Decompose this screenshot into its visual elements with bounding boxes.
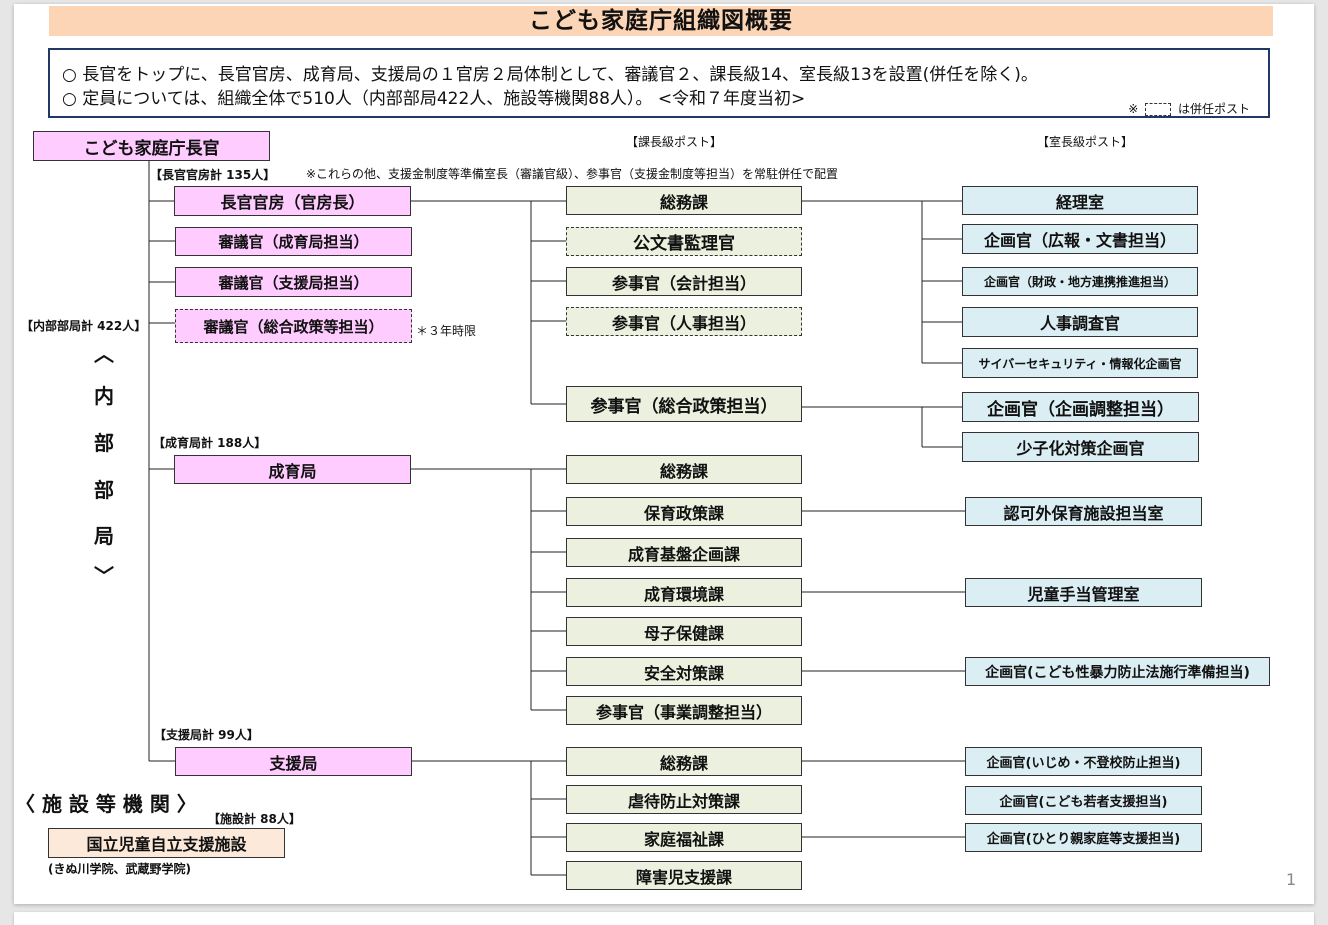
next-slide-edge: [14, 912, 1314, 925]
division-sec-personnel: 参事官（人事担当）: [566, 307, 802, 336]
division-sp-disability: 障害児支援課: [566, 861, 802, 890]
division-sp-abuse: 虐待防止対策課: [566, 785, 802, 814]
division-sp-general: 総務課: [566, 747, 802, 776]
internal-vertical-char-3: 部: [94, 478, 114, 502]
division-gr-environment: 成育環境課: [566, 578, 802, 607]
office-youth-support: 企画官(こども若者支援担当): [965, 786, 1202, 815]
division-gr-maternal: 母子保健課: [566, 617, 802, 646]
page-title: こども家庭庁組織図概要: [49, 6, 1273, 36]
office-cyber: サイバーセキュリティ・情報化企画官: [962, 348, 1198, 378]
division-gr-coordination: 参事官（事業調整担当）: [566, 696, 802, 725]
division-column-header: 【課長級ポスト】: [626, 135, 723, 149]
support-bureau-box: 支援局: [175, 747, 412, 776]
division-sec-archives: 公文書監理官: [566, 227, 802, 256]
office-hr-investigation: 人事調査官: [962, 307, 1198, 337]
office-birthrate: 少子化対策企画官: [962, 432, 1199, 462]
growth-bureau-total: 【成育局計 188人】: [153, 436, 267, 450]
slide: こども家庭庁組織図概要 ○ 長官をトップに、長官官房、成育局、支援局の１官房２局…: [14, 4, 1314, 904]
internal-vertical-char-0: ︿: [94, 342, 114, 366]
growth-bureau-box: 成育局: [174, 455, 411, 484]
commissioner-box: こども家庭庁長官: [33, 131, 270, 161]
org-connector-lines: [148, 160, 965, 876]
division-gr-general: 総務課: [566, 455, 802, 484]
facility-sub: (きぬ川学院、武蔵野学院): [48, 862, 191, 876]
division-gr-foundation: 成育基盤企画課: [566, 538, 802, 567]
secretariat-note: ※これらの他、支援金制度等準備室長（審議官級）、参事官（支援金制度等担当）を常駐…: [306, 167, 839, 181]
term-note: ＊３年時限: [416, 324, 477, 338]
dashed-box-legend-icon: [1145, 103, 1172, 116]
division-gr-childcare: 保育政策課: [566, 497, 802, 526]
facility-box: 国立児童自立支援施設: [48, 828, 285, 858]
note-prefix: ※: [1128, 102, 1139, 116]
office-column-header: 【室長級ポスト】: [1037, 135, 1134, 149]
summary-line-2: ○ 定員については、組織全体で510人（内部部局422人、施設等機関88人）。 …: [62, 89, 806, 109]
division-sec-policy: 参事官（総合政策担当）: [566, 386, 802, 422]
summary-line-1: ○ 長官をトップに、長官官房、成育局、支援局の１官房２局体制として、審議官２、課…: [62, 65, 1038, 85]
support-bureau-total: 【支援局計 99人】: [154, 728, 259, 742]
secretariat-box: 長官官房（官房長）: [174, 186, 411, 216]
page-number: 1: [1286, 870, 1297, 889]
division-sec-general: 総務課: [566, 186, 802, 215]
secretariat-total: 【長官官房計 135人】: [150, 168, 276, 182]
internal-vertical-char-4: 局: [94, 524, 114, 548]
internal-vertical-char-2: 部: [94, 431, 114, 455]
office-finance-regional: 企画官（財政・地方連携推進担当）: [962, 267, 1198, 296]
division-gr-safety: 安全対策課: [566, 657, 802, 686]
office-planning-coord: 企画官（企画調整担当）: [962, 392, 1199, 422]
councilor-growth-box: 審議官（成育局担当）: [175, 227, 412, 256]
facility-total: 【施設計 88人】: [208, 812, 301, 826]
division-sec-accounting: 参事官（会計担当）: [566, 267, 802, 296]
councilor-policy-box: 審議官（総合政策等担当）: [175, 309, 412, 343]
office-sexual-violence: 企画官(こども性暴力防止法施行準備担当): [965, 657, 1270, 686]
concurrent-post-note: ※ は併任ポスト: [1128, 100, 1250, 117]
office-pr-docs: 企画官（広報・文書担当）: [962, 224, 1198, 254]
internal-vertical-char-1: 内: [94, 384, 114, 408]
facility-heading: 〈 施 設 等 機 関 〉: [15, 792, 197, 816]
councilor-support-box: 審議官（支援局担当）: [175, 267, 412, 297]
office-single-parent: 企画官(ひとり親家庭等支援担当): [965, 823, 1202, 852]
internal-vertical-char-5: ﹀: [94, 564, 114, 588]
office-bullying: 企画官(いじめ・不登校防止担当): [965, 747, 1202, 776]
summary-box: ○ 長官をトップに、長官官房、成育局、支援局の１官房２局体制として、審議官２、課…: [48, 48, 1270, 118]
note-suffix: は併任ポスト: [1177, 102, 1250, 116]
office-child-allowance: 児童手当管理室: [965, 578, 1202, 607]
internal-bureau-total: 【内部部局計 422人】: [21, 319, 147, 333]
office-accounting: 経理室: [962, 186, 1198, 215]
office-unlicensed-care: 認可外保育施設担当室: [965, 497, 1202, 526]
division-sp-welfare: 家庭福祉課: [566, 823, 802, 852]
